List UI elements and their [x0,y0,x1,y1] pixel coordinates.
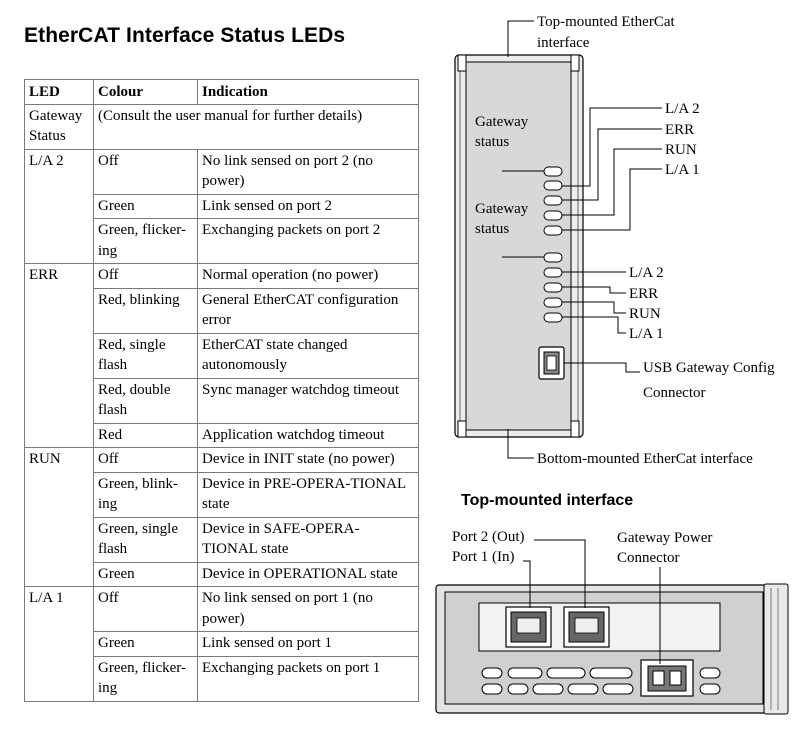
colour-cell: Red, single flash [93,332,198,379]
led-name-cell: L/A 2 [24,148,94,264]
table-body: Gateway Status (Consult the user manual … [24,103,419,702]
indication-cell: Exchanging packets on port 1 [197,655,419,702]
led-name-cell: ERR [24,263,94,448]
front-labels: Top-mounted EtherCat interface Gateway s… [475,14,775,467]
colour-cell: Off [93,447,198,473]
indication-cell: Device in OPERATIONAL state [197,561,419,587]
rj45-port-2-icon [505,606,552,648]
colour-cell: Off [93,148,198,195]
indication-cell: EtherCAT state changed autonomously [197,332,419,379]
indication-cell: Device in INIT state (no power) [197,447,419,473]
label-top-ethercat-2: interface [537,35,590,51]
indication-cell: Exchanging packets on port 2 [197,218,419,264]
device-front-housing [454,54,584,438]
top-labels: Port 2 (Out) Port 1 (In) Gateway Power C… [452,529,712,566]
colour-cell: Red, double flash [93,377,198,424]
colour-cell: Green [93,631,198,657]
label-upper-run: RUN [665,142,697,158]
label-lower-la1: L/A 1 [629,326,664,342]
indication-cell: General EtherCAT configuration error [197,287,419,334]
label-top-ethercat-1: Top-mounted EtherCat [537,14,675,30]
label-lower-la2: L/A 2 [629,265,664,281]
label-gateway-status-2b: status [475,221,509,237]
rj45-port-1-icon [563,606,610,648]
colour-cell: Red, blinking [93,287,198,334]
page-title: EtherCAT Interface Status LEDs [24,24,346,47]
indication-cell: No link sensed on port 2 (no power) [197,148,419,195]
colour-cell: Green [93,561,198,587]
label-gateway-status-1b: status [475,134,509,150]
indication-cell: Normal operation (no power) [197,263,419,289]
colour-cell: Red [93,422,198,448]
top-leader-lines [523,539,661,664]
label-usb-2: Connector [643,385,705,401]
indication-cell: No link sensed on port 1 (no power) [197,586,419,632]
colour-cell: Green, blink-ing [93,471,198,518]
label-usb-1: USB Gateway Config [643,360,775,376]
label-gateway-status-1a: Gateway [475,114,529,130]
table-header-row: LED Colour Indication [24,79,419,105]
label-lower-err: ERR [629,286,658,302]
label-upper-la1: L/A 1 [665,162,700,178]
label-upper-err: ERR [665,122,694,138]
label-upper-la2: L/A 2 [665,101,700,117]
label-power-2: Connector [617,550,679,566]
colour-cell: Green, flicker-ing [93,655,198,702]
indication-cell: Device in SAFE-OPERA-TIONAL state [197,516,419,563]
label-port-1: Port 1 (In) [452,549,515,565]
front-leader-lines [502,20,662,459]
vent-slots [481,667,721,695]
colour-cell: Green, flicker-ing [93,218,198,264]
top-interface-title: Top-mounted interface [461,492,634,509]
colour-cell: Off [93,586,198,632]
label-port-2: Port 2 (Out) [452,529,525,545]
indication-cell: Sync manager watchdog timeout [197,377,419,424]
table-row: Gateway Status (Consult the user manual … [24,103,419,150]
label-lower-run: RUN [629,306,661,322]
led-status-table: LED Colour Indication Gateway Status (Co… [24,79,419,702]
indication-cell: Link sensed on port 1 [197,631,419,657]
label-gateway-status-2a: Gateway [475,201,529,217]
power-connector-icon [640,659,694,697]
label-power-1: Gateway Power [617,530,712,546]
colour-cell: Green [93,193,198,219]
usb-connector-icon [538,346,565,380]
led-gateway-status: Gateway Status [24,103,94,150]
label-bottom-ethercat: Bottom-mounted EtherCat interface [537,451,753,467]
header-indication: Indication [197,79,419,105]
header-led: LED [24,79,94,105]
led-name-cell: L/A 1 [24,586,94,702]
indication-cell: Device in PRE-OPERA-TIONAL state [197,471,419,518]
indication-cell: Application watchdog timeout [197,422,419,448]
header-colour: Colour [93,79,198,105]
gateway-status-note: (Consult the user manual for further det… [93,103,419,150]
